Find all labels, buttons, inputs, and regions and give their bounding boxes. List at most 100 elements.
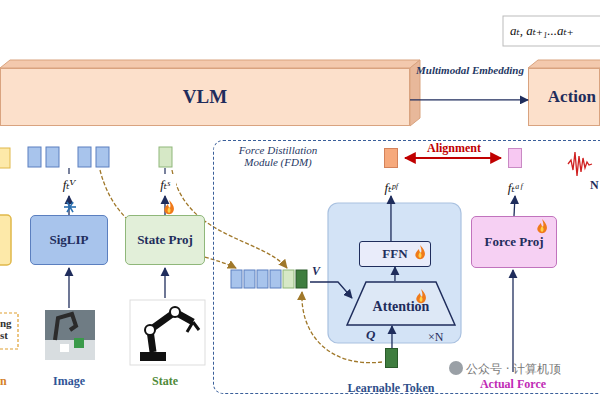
visual-token <box>78 147 91 167</box>
robot-gripper <box>187 322 199 332</box>
trainable-icon <box>164 200 174 214</box>
node-text: SigLIP <box>49 232 88 248</box>
node-text: Learnable Token <box>347 381 434 396</box>
feature-label: fₜⱽ <box>58 174 80 196</box>
visual-token <box>28 147 41 167</box>
encoder-box: SigLIP <box>30 215 108 265</box>
visual-token <box>244 270 255 288</box>
input-caption: Image <box>39 374 99 389</box>
robot-base <box>140 352 166 361</box>
visual-token <box>96 147 109 167</box>
node-text: FFN <box>382 246 407 262</box>
value-arrow <box>310 282 352 298</box>
output-box <box>503 16 600 46</box>
state-token <box>283 270 294 288</box>
transformer-block <box>328 203 461 343</box>
snowflake-arm <box>67 202 73 212</box>
band-top-face <box>0 60 420 68</box>
attention-trapezoid: Attention <box>346 281 456 326</box>
object <box>60 344 69 352</box>
module-container: Force Distillation Module (FDM) fₜᵖᶠ fₜᵃᶠF… <box>213 140 600 394</box>
node-text: State Proj <box>137 232 193 248</box>
state-icon-frame <box>130 300 205 365</box>
token-square <box>385 348 398 368</box>
robot-arm <box>150 312 193 352</box>
value-symbol: V <box>312 264 326 279</box>
input-caption: Actual Force <box>468 377 558 392</box>
output-actions: aₜ, aₜ₊₁...aₜ₊ <box>510 23 600 39</box>
connector-arrow <box>390 196 391 241</box>
node-text: Force Proj <box>484 234 543 250</box>
cropped-text: N <box>590 178 600 193</box>
snowflake-arm <box>64 206 76 208</box>
visual-token <box>46 147 59 167</box>
connector-arrow <box>391 326 392 348</box>
cropped-text: ng st <box>0 317 18 341</box>
edge-label: Alignment <box>418 141 490 156</box>
feature-token: fₜᵖᶠ <box>377 148 405 196</box>
node-text: fₜⱽ <box>63 177 76 193</box>
connector-arrow <box>514 196 515 216</box>
copy-arrow <box>100 170 236 268</box>
node-text: Force Distillation Module (FDM) <box>222 144 334 168</box>
edge-label: Multimodal Embedding <box>416 64 524 76</box>
trainable-icon <box>415 245 425 259</box>
projection-box: State Proj <box>125 215 205 265</box>
visual-token <box>231 270 242 288</box>
trapezoid-shape <box>347 282 455 325</box>
node-text: Action <box>548 87 596 107</box>
connector-arrow <box>164 196 165 215</box>
trainable-icon <box>416 289 426 303</box>
connector-arrow <box>410 99 528 100</box>
band-top-face <box>528 60 600 68</box>
visual-token <box>257 270 268 288</box>
cropped-text: n <box>0 374 12 389</box>
vlm-band: VLM <box>0 68 410 126</box>
connector-arrow <box>394 267 395 281</box>
node-text: fₜᵖᶠ <box>385 180 398 196</box>
visual-token <box>270 270 281 288</box>
action-box: Action <box>528 68 600 126</box>
input-arrow <box>68 268 69 308</box>
snowflake-arm <box>67 202 73 212</box>
table-surface <box>45 340 95 360</box>
ffn-box: FFN <box>359 241 431 267</box>
token-square <box>508 148 522 168</box>
robot-joint <box>170 307 180 317</box>
node-text: Attention <box>373 299 430 315</box>
input-arrow <box>512 270 513 372</box>
input-caption: State <box>135 374 195 389</box>
edge-label: Q <box>366 327 382 343</box>
feature-label: fₜˢ <box>154 174 176 196</box>
node-text: VLM <box>183 86 227 108</box>
input-arrow <box>164 268 165 298</box>
connector-arrow <box>405 157 501 159</box>
tokenizer-box <box>0 215 11 265</box>
robot-arm <box>55 314 76 340</box>
frozen-icon <box>64 202 76 212</box>
node-text: fₜˢ <box>160 177 170 193</box>
force-waveform <box>568 152 592 176</box>
object <box>74 338 84 348</box>
node-text: fₜᵃᶠ <box>508 180 522 196</box>
learnable-token: Learnable Token <box>336 348 446 396</box>
token-square <box>384 148 398 168</box>
watermark: 公众号 · 计算机顶 <box>466 361 600 378</box>
repeat-count: ×N <box>428 330 452 345</box>
camera-image <box>45 310 95 360</box>
projection-box: Force Proj <box>471 216 557 268</box>
instruction-box <box>0 313 18 349</box>
connector-arrow <box>68 196 69 215</box>
state-token <box>159 147 172 167</box>
watermark-icon <box>449 361 463 375</box>
robot-joint <box>145 325 155 335</box>
text-token <box>0 148 10 168</box>
feature-token: fₜᵃᶠ <box>501 148 529 196</box>
learnable-token-copy <box>296 270 307 288</box>
